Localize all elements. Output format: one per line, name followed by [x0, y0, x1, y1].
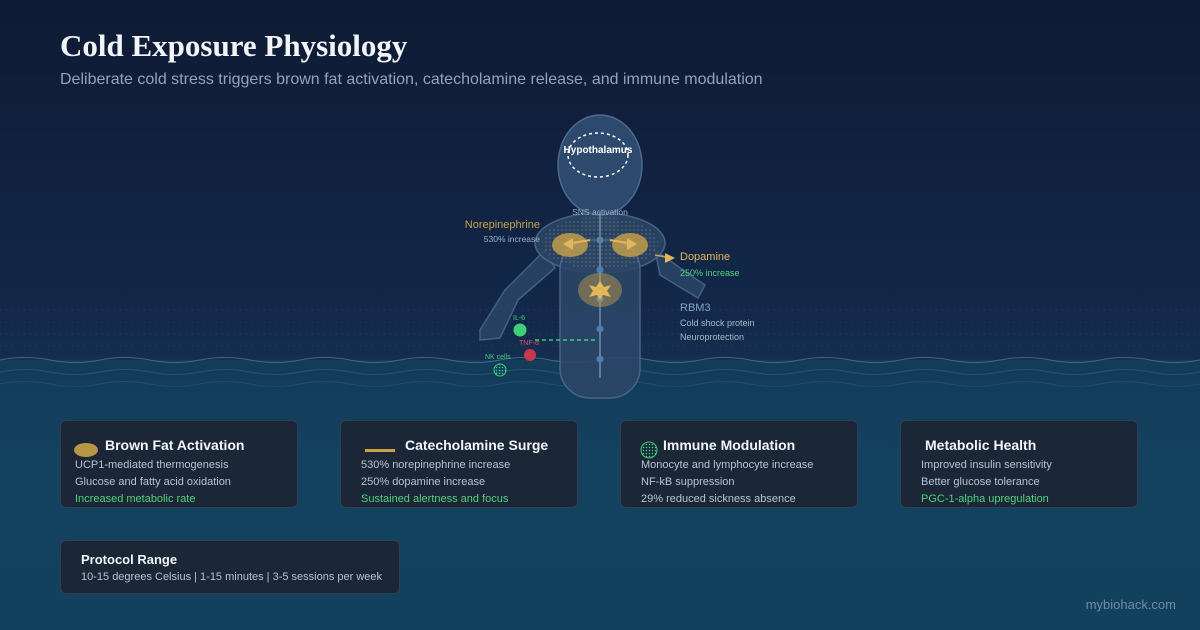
dopamine-value: 250% increase — [680, 268, 740, 278]
tnf-cell — [524, 349, 536, 361]
card-immune: Immune Modulation Monocyte and lymphocyt… — [620, 420, 858, 508]
protocol-value: 10-15 degrees Celsius | 1-15 minutes | 3… — [81, 571, 383, 583]
norepinephrine-label: Norepinephrine — [465, 219, 540, 231]
page-subtitle: Deliberate cold stress triggers brown fa… — [60, 71, 763, 88]
protocol-box: Protocol Range 10-15 degrees Celsius | 1… — [60, 540, 400, 594]
rbm3-line1: Cold shock protein — [680, 318, 755, 328]
card-catecholamine: Catecholamine Surge 530% norepinephrine … — [340, 420, 578, 508]
card-line: Monocyte and lymphocyte increase — [641, 459, 814, 471]
card-highlight: PGC-1-alpha upregulation — [921, 493, 1049, 505]
tnf-label: TNF-α — [519, 340, 539, 347]
footer-brand[interactable]: mybiohack.com — [1085, 597, 1176, 612]
nk-cell — [493, 363, 507, 377]
card-highlight: Increased metabolic rate — [75, 493, 196, 505]
head — [557, 114, 643, 216]
brown-fat-icon — [74, 443, 98, 457]
page-title: Cold Exposure Physiology — [60, 28, 408, 63]
card-line: NF-kB suppression — [641, 476, 735, 488]
card-line: Improved insulin sensitivity — [921, 459, 1052, 471]
card-title: Metabolic Health — [925, 437, 1037, 453]
card-highlight: Sustained alertness and focus — [361, 493, 509, 505]
il6-label: IL-6 — [513, 315, 525, 322]
card-line: 29% reduced sickness absence — [641, 493, 796, 505]
human-body — [479, 114, 706, 399]
card-line: UCP1-mediated thermogenesis — [75, 459, 229, 471]
adrenal-star — [589, 281, 611, 300]
right-arm — [653, 248, 706, 300]
hypothalamus-label: Hypothalamus — [564, 145, 633, 156]
immune-icon — [640, 441, 658, 459]
dopamine-label: Dopamine — [680, 251, 730, 263]
card-line: 250% dopamine increase — [361, 476, 486, 488]
dopamine-arrow — [665, 253, 675, 263]
card-brown-fat: Brown Fat Activation UCP1-mediated therm… — [60, 420, 298, 508]
left-arm — [479, 248, 556, 341]
card-title: Immune Modulation — [663, 437, 796, 453]
hypothalamus-outline — [567, 132, 629, 178]
protocol-title: Protocol Range — [81, 552, 178, 567]
card-line: 530% norepinephrine increase — [361, 459, 511, 471]
norepinephrine-value: 530% increase — [484, 234, 541, 244]
catecholamine-icon — [365, 449, 395, 452]
card-title: Catecholamine Surge — [405, 437, 549, 453]
card-line: Glucose and fatty acid oxidation — [75, 476, 231, 488]
rbm3-label: RBM3 — [680, 302, 711, 314]
nk-label: NK cells — [485, 354, 511, 361]
il6-cell — [513, 323, 527, 337]
rbm3-line2: Neuroprotection — [680, 332, 744, 342]
card-line: Better glucose tolerance — [921, 476, 1040, 488]
card-title: Brown Fat Activation — [105, 437, 245, 453]
sns-label: SNS activation — [572, 207, 628, 217]
card-metabolic: Metabolic Health Improved insulin sensit… — [900, 420, 1138, 508]
